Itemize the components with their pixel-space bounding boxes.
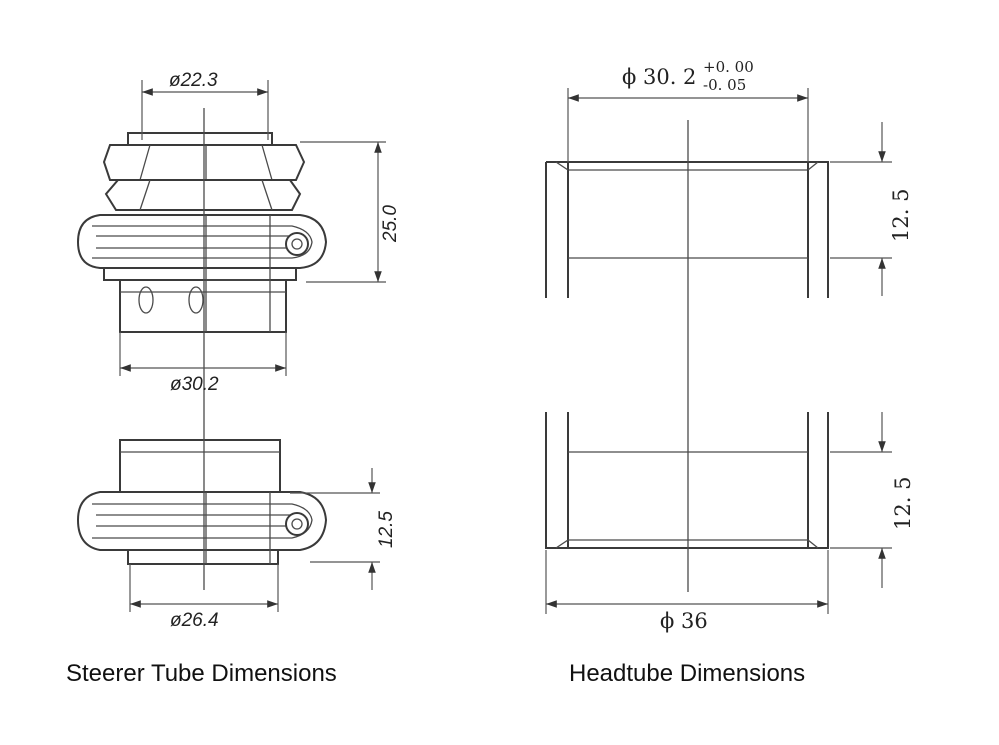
steerer-dim-bottom-diameter (129, 564, 279, 612)
headtube-bottom-cup (545, 412, 829, 549)
steerer-dim-mid-diameter-label: ø30.2 (170, 374, 219, 395)
headtube-dim-outer-diameter-label: ϕ 36 (660, 609, 708, 633)
headtube-dim-inner-diameter (567, 88, 809, 162)
steerer-dim-bottom-diameter-label: ø26.4 (170, 610, 219, 631)
steerer-dim-bottom-height-label: 12.5 (376, 511, 397, 548)
headtube-dim-outer-diameter (545, 550, 829, 614)
headtube-dim-top-cup-depth (830, 122, 892, 296)
steerer-dim-top-diameter (141, 80, 269, 140)
headtube-top-cup (545, 161, 829, 298)
headtube-dim-bottom-cup-depth-label: 12. 5 (891, 477, 915, 530)
steerer-dim-top-diameter-label: ø22.3 (169, 70, 218, 91)
headtube-dim-bottom-cup-depth (830, 412, 892, 588)
steerer-dim-height (300, 141, 386, 283)
steerer-dim-mid-diameter (119, 332, 287, 376)
headtube-dim-inner-diameter-label: ϕ 30. 2 (622, 65, 696, 89)
steerer-upper-assembly (76, 132, 328, 333)
headtube-dim-tolerance-lower: -0. 05 (703, 76, 746, 94)
steerer-dim-height-label: 25.0 (380, 205, 401, 243)
steerer-dim-bottom-height (290, 468, 380, 590)
headtube-dim-top-cup-depth-label: 12. 5 (889, 189, 913, 242)
headtube-dim-tolerance-upper: +0. 00 (703, 58, 754, 76)
steerer-lower-assembly (76, 439, 328, 565)
headtube-caption: Headtube Dimensions (569, 660, 806, 687)
steerer-caption: Steerer Tube Dimensions (66, 660, 337, 687)
